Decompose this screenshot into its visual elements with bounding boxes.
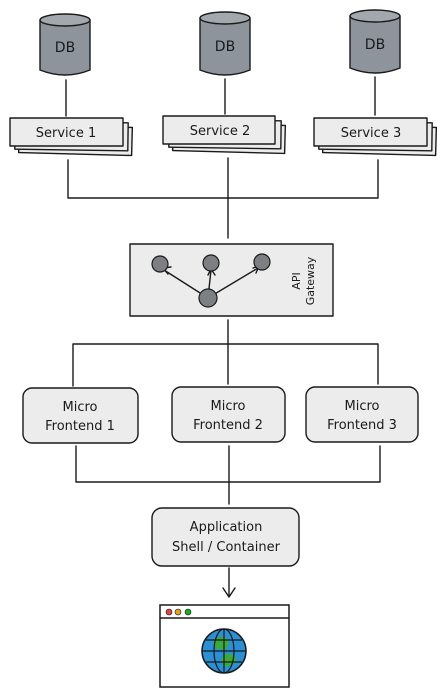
database-3: DB bbox=[349, 9, 401, 74]
service-3: Service 3 bbox=[313, 117, 438, 157]
application-shell: Application Shell / Container bbox=[151, 507, 300, 567]
micro-frontend-1: Micro Frontend 1 bbox=[22, 387, 139, 444]
micro-frontend-3: Micro Frontend 3 bbox=[305, 386, 419, 443]
micro-frontend-line1: Micro bbox=[345, 399, 380, 414]
database-label: DB bbox=[55, 40, 75, 56]
database-label: DB bbox=[365, 37, 385, 53]
micro-frontend-line2: Frontend 2 bbox=[193, 418, 263, 433]
globe-icon bbox=[201, 628, 247, 674]
close-dot-icon bbox=[165, 608, 173, 616]
service-2: Service 2 bbox=[162, 115, 287, 155]
database-2: DB bbox=[199, 11, 251, 76]
micro-frontend-line2: Frontend 1 bbox=[45, 419, 115, 434]
browser-window bbox=[159, 604, 290, 688]
service-bus-line bbox=[67, 157, 379, 239]
micro-frontend-line1: Micro bbox=[211, 399, 246, 414]
gateway-label-line1: API bbox=[290, 272, 303, 289]
api-gateway: API Gateway bbox=[129, 243, 334, 317]
shell-to-browser-arrow bbox=[222, 567, 236, 598]
database-1: DB bbox=[39, 13, 91, 76]
service-label: Service 1 bbox=[36, 126, 96, 141]
micro-frontend-2: Micro Frontend 2 bbox=[171, 386, 286, 443]
service-1: Service 1 bbox=[9, 117, 134, 157]
minimize-dot-icon bbox=[174, 608, 182, 616]
service-label: Service 3 bbox=[341, 126, 401, 141]
service-label: Service 2 bbox=[190, 124, 250, 139]
micro-frontend-line2: Frontend 3 bbox=[327, 418, 397, 433]
database-label: DB bbox=[215, 39, 235, 55]
shell-bus-line bbox=[75, 445, 381, 505]
shell-label-line1: Application bbox=[190, 520, 263, 535]
micro-frontend-line1: Micro bbox=[63, 400, 98, 415]
maximize-dot-icon bbox=[184, 608, 192, 616]
shell-label-line2: Shell / Container bbox=[172, 540, 281, 555]
gateway-label-line2: Gateway bbox=[304, 256, 317, 305]
frontend-bus-line bbox=[72, 319, 379, 387]
